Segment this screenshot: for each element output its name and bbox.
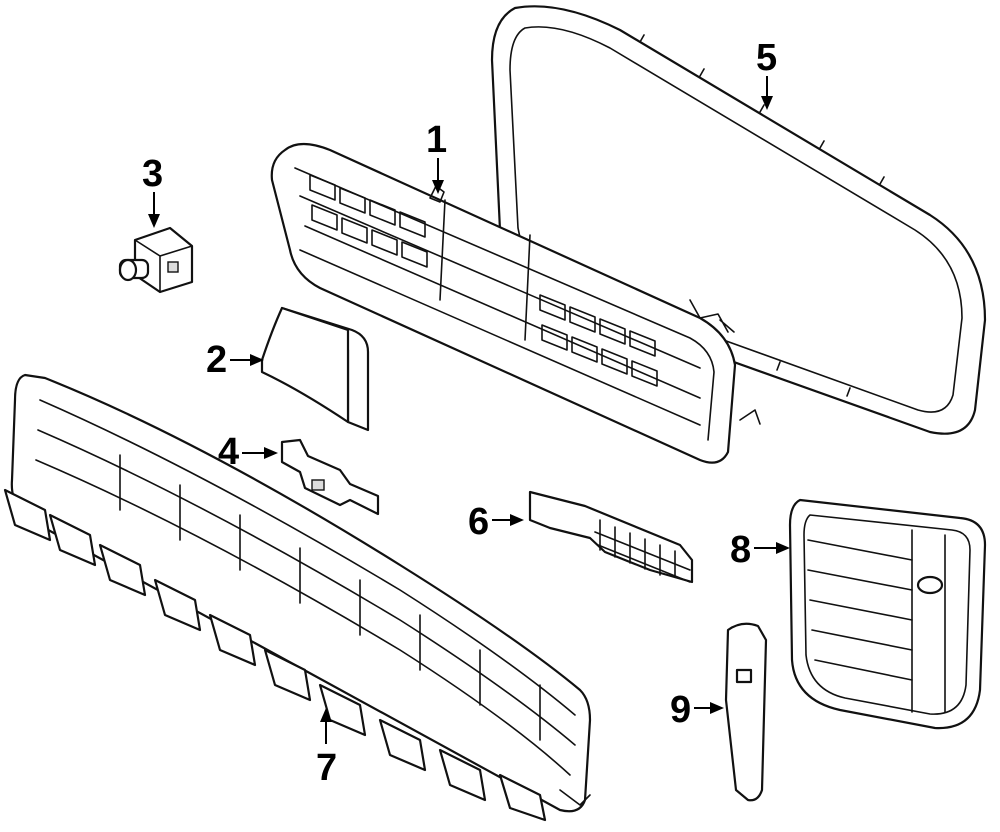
part-2-cover bbox=[260, 306, 370, 432]
callout-3: 3 bbox=[142, 153, 163, 228]
grille-slats-left bbox=[309, 174, 428, 268]
callout-3-label: 3 bbox=[142, 153, 163, 195]
callout-1-label: 1 bbox=[426, 119, 447, 161]
callout-7: 7 bbox=[316, 708, 337, 789]
callout-4: 4 bbox=[218, 431, 278, 473]
callout-2-label: 2 bbox=[206, 339, 227, 381]
callout-5-label: 5 bbox=[756, 37, 777, 79]
callout-4-label: 4 bbox=[218, 431, 239, 473]
callout-1: 1 bbox=[426, 119, 447, 194]
grille-slats-right bbox=[539, 294, 658, 387]
callout-6: 6 bbox=[468, 501, 524, 543]
callout-9: 9 bbox=[670, 689, 724, 731]
part-4-bracket bbox=[280, 438, 380, 516]
callout-7-label: 7 bbox=[316, 747, 337, 789]
callout-2: 2 bbox=[206, 339, 264, 381]
callout-8: 8 bbox=[730, 529, 790, 571]
part-7-lower-carrier bbox=[3, 373, 592, 822]
callout-8-label: 8 bbox=[730, 529, 751, 571]
callout-6-label: 6 bbox=[468, 501, 489, 543]
callout-5: 5 bbox=[756, 37, 777, 110]
part-3-sensor bbox=[118, 226, 194, 294]
callout-9-label: 9 bbox=[670, 689, 691, 731]
lower-carrier-tabs bbox=[3, 488, 547, 822]
part-9-trim-strip bbox=[724, 622, 768, 802]
part-6-mount bbox=[528, 490, 694, 584]
part-8-side-vent bbox=[788, 498, 987, 730]
part-1-main-grille bbox=[270, 142, 761, 464]
